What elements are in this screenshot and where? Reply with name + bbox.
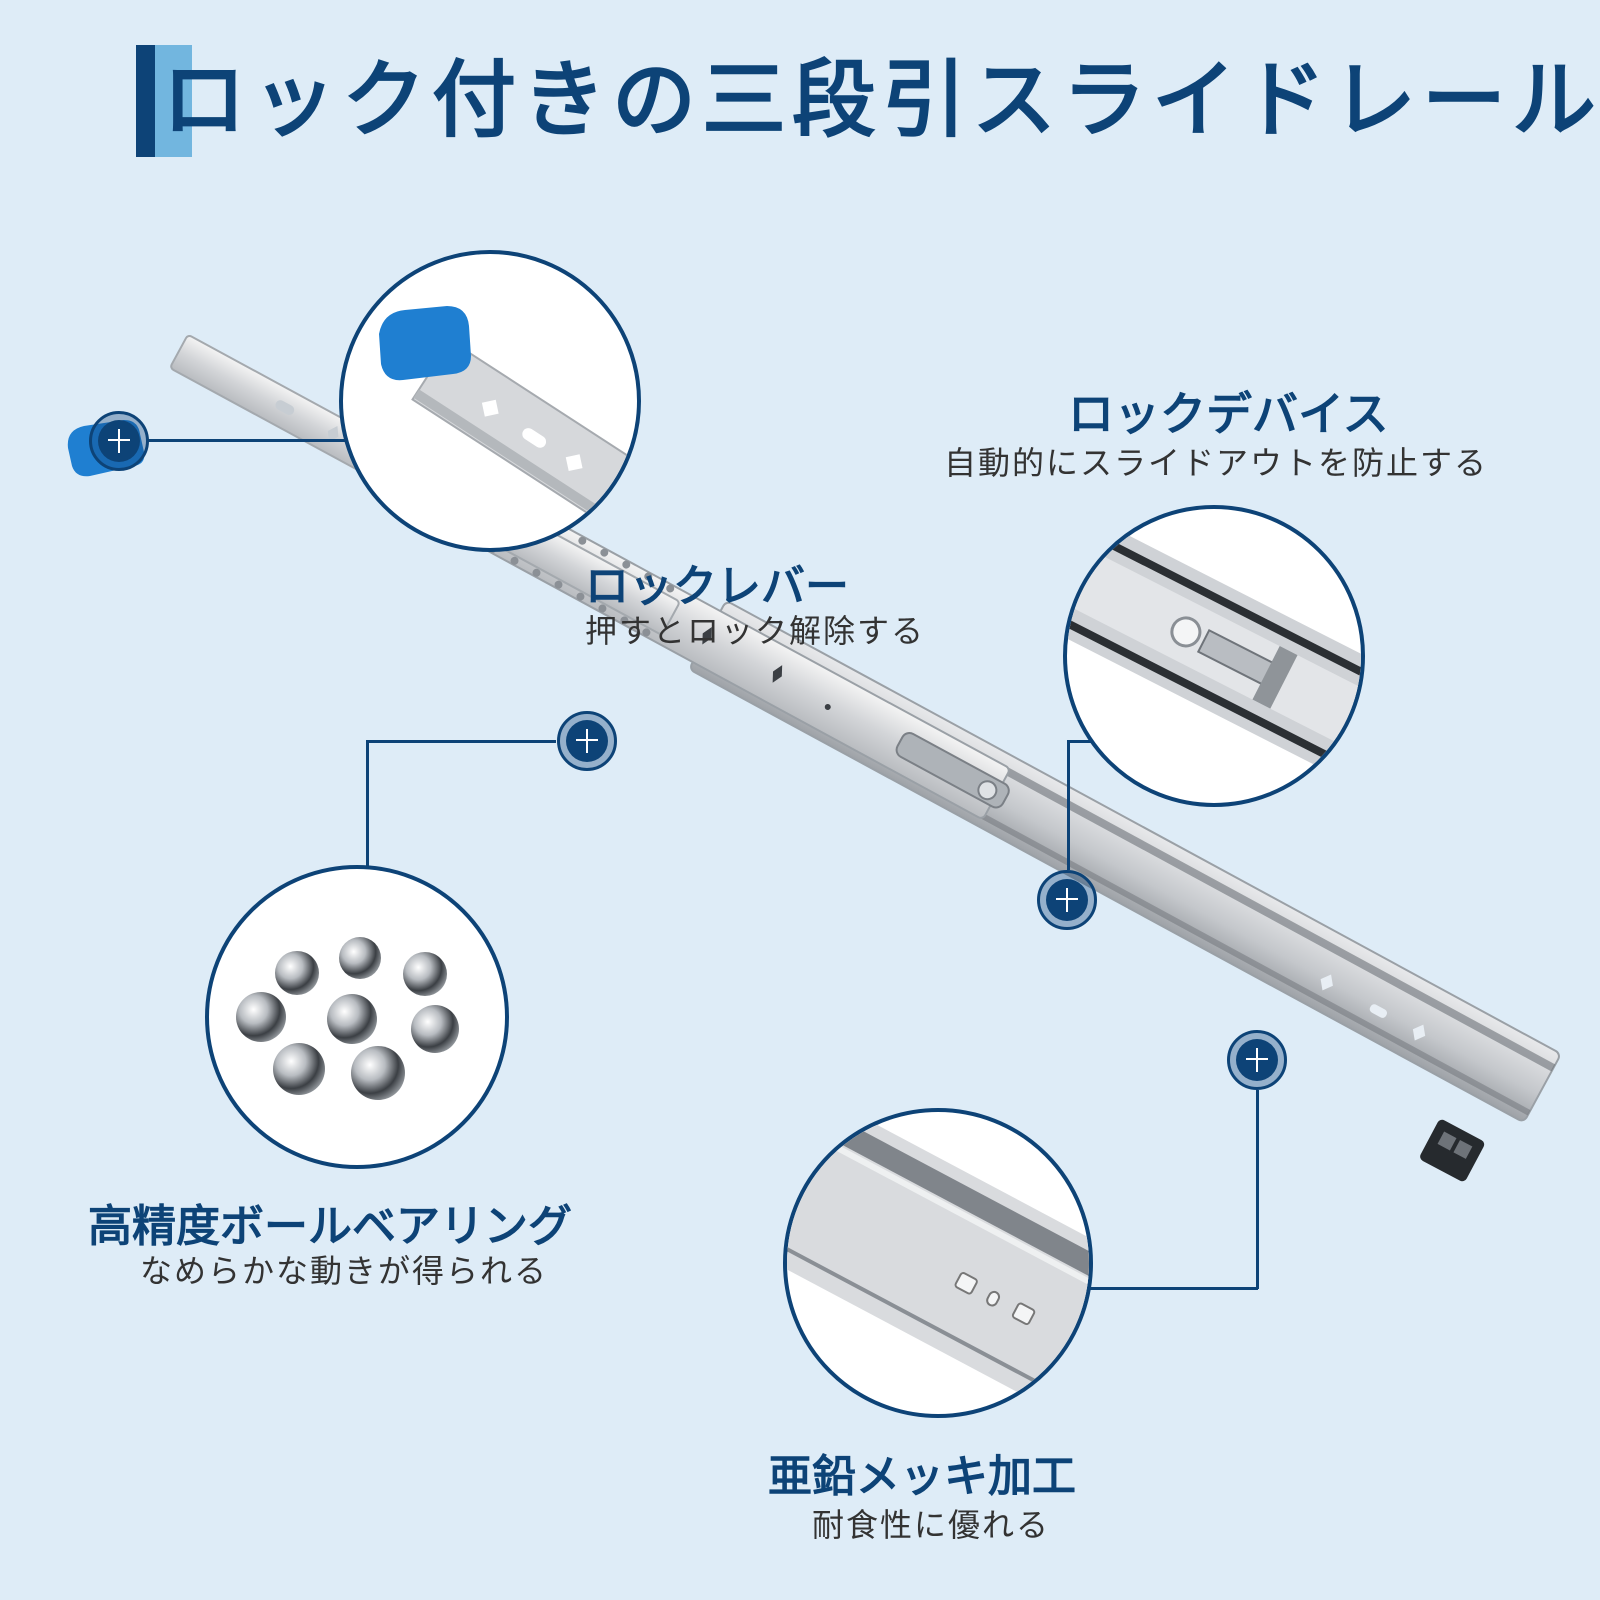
feature-title-lock-lever: ロックレバー <box>585 561 849 612</box>
detail-circle-ball-bearing <box>205 865 509 1169</box>
connector-line-ball-bearing-v <box>366 740 369 866</box>
detail-circle-lock-device <box>1063 505 1365 807</box>
page-title: ロック付きの三段引スライドレール <box>162 51 1600 149</box>
feature-title-zinc-plating: 亜鉛メッキ加工 <box>768 1451 1076 1502</box>
detail-circle-zinc-plating <box>783 1108 1093 1418</box>
title-accent-bar-light <box>155 45 192 157</box>
feature-title-lock-device: ロックデバイス <box>1068 387 1389 441</box>
connector-line-lock-device-v <box>1067 740 1070 870</box>
feature-title-ball-bearing: 高精度ボールベアリング <box>88 1201 572 1252</box>
connector-line-ball-bearing-h <box>366 740 556 743</box>
marker-lock-lever[interactable] <box>89 411 149 471</box>
connector-line-lock-lever <box>146 439 346 442</box>
marker-zinc-plating[interactable] <box>1227 1030 1287 1090</box>
detail-circle-lock-lever <box>339 250 641 552</box>
feature-subtitle-lock-device: 自動的にスライドアウトを防止する <box>944 444 1489 482</box>
marker-lock-device[interactable] <box>1037 870 1097 930</box>
marker-ball-bearing[interactable] <box>557 711 617 771</box>
connector-line-zinc-h <box>1088 1287 1258 1290</box>
feature-subtitle-lock-lever: 押すとロック解除する <box>585 612 926 650</box>
feature-subtitle-ball-bearing: なめらかな動きが得られる <box>140 1252 549 1290</box>
connector-line-zinc-v <box>1256 1090 1259 1289</box>
title-accent-bar-dark <box>136 45 155 157</box>
connector-line-lock-device-h <box>1067 740 1107 743</box>
feature-subtitle-zinc-plating: 耐食性に優れる <box>812 1506 1051 1544</box>
